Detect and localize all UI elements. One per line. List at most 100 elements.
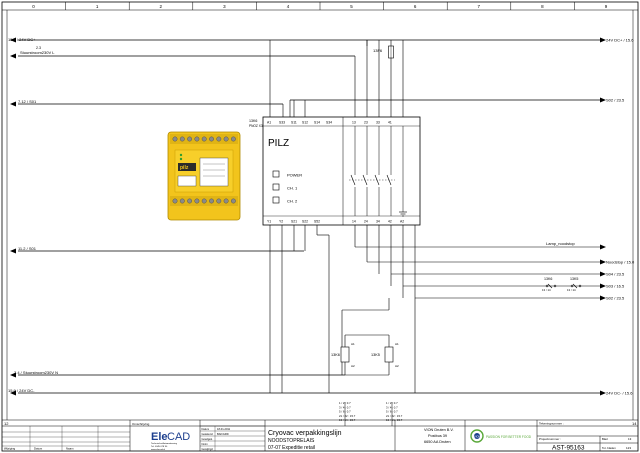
company-line-3: 6650 AA Druten [424,440,451,444]
field-label-getekend: Getekend [202,432,214,436]
right-ref-24v: 24V DC+ / 15.6 [606,38,634,43]
relay-bottom-terminal-24: 24 [364,220,368,224]
right-ref-s03: S03 / 16.5 [606,284,625,289]
coil-13k6 [340,346,350,363]
left-ref-s01-top: 7.12 / S01 [18,99,37,104]
left-ref-supply-l-num: 2.3 [36,46,41,50]
rail-s01-top [10,101,283,107]
column-label-1: 1 [96,4,99,9]
led-ch1-box [272,183,280,191]
rail-24v-dc-plus [10,37,606,43]
total-label: Tot. bladen [602,446,616,450]
project-number: AST-95163 [552,445,585,452]
field-label-norm: Norm [202,442,208,446]
coil-13k5-a1: A1 [395,342,399,346]
vion-logo-text: VION [474,435,480,439]
field-label-gewijzigd: Gewijzigd [202,447,214,451]
blad-value: 13 [628,437,632,441]
xref-row: 13 / 14 : 15.7 [386,418,403,422]
elecad-logo-cad: CAD [167,431,190,443]
column-label-6: 6 [414,4,417,9]
title-block [2,420,638,451]
relay-type: PNOZ X3 [249,124,263,128]
aux-contact-13k5 [570,283,582,289]
column-label-0: 0 [32,4,35,9]
xref-table-13k6: 1 / 2 : 0.73 / 4 : 0.75 / 6 : 0.721 / 22… [339,401,356,426]
coil-13k5-tag: 13K5 [371,353,380,357]
xref-row: 1 / 2 : 0.7 [339,401,351,405]
aux-contact-13k5-tag: 13K5 [570,277,578,281]
xref-row: 3 / 4 : 0.7 [339,405,351,409]
relay-product-photo: pilz [167,131,241,221]
relay-top-terminal-s14: S14 [314,121,320,125]
relay-top-terminal-23: 23 [364,121,368,125]
company-line-1: VION Druten B.V. [424,428,454,432]
led-power-label: POWER [287,173,302,178]
relay-bottom-terminal-y1: Y1 [267,220,271,224]
xref-row: 1 / 2 : 0.7 [386,401,398,405]
led-power-box [272,170,280,178]
relay-brand: PILZ [268,138,289,149]
right-ref-s02-top: S02 / 23.5 [606,98,625,103]
blad-label: Blad [602,437,608,441]
title-omschrijving: Omschrijving [132,422,150,426]
relay-bottom-terminal-s22: S22 [302,220,308,224]
elecad-sub3: www.elecad.nl [151,449,165,451]
aux-contact-13k5-pins: 13 / 14 [567,288,576,292]
rail-s01-mid [10,248,304,254]
vion-logo [470,429,484,443]
vion-slogan: PASSION FOR BETTER FOOD [486,435,532,439]
left-ref-supply-l: Stuurstroom230V L [20,50,55,55]
pilz-relay-body [262,116,421,226]
field-label-goedgek: Goedgek. [202,437,214,441]
relay-top-terminal-a1: A1 [267,121,271,125]
coil-13k5-a2: A2 [395,364,399,368]
page-title: NOODSTOPRELAIS [268,438,315,444]
output-s02-bottom [415,295,606,301]
column-label-7: 7 [478,4,481,9]
output-noodstop [367,259,606,265]
output-s04 [391,271,606,277]
elecad-logo-ele: Ele [151,431,168,443]
ground-symbol [399,205,407,217]
rev-col-naam: Naam [66,447,74,451]
relay-top-terminal-s34: S34 [326,121,332,125]
left-ref-0v: 15.9 / 24V DC- [8,388,35,393]
relay-top-terminal-s12: S12 [302,121,308,125]
fuse-tag: 13F6 [373,48,383,53]
right-ref-0v: 24V DC- / 15.6 [606,391,633,396]
company-line-2: Postbus 39 [428,434,447,438]
right-ref-noodstop: Noodstop / 15.0 [606,260,635,265]
relay-bottom-terminal-y2: Y2 [279,220,283,224]
output-s03 [403,283,606,289]
xref-row: 3 / 4 : 0.7 [386,405,398,409]
row-label-14: 14 [632,421,637,426]
column-label-8: 8 [541,4,544,9]
aux-contact-13k6-tag: 13K6 [544,277,552,281]
coil-13k5 [384,346,394,363]
column-label-2: 2 [160,4,163,9]
xref-table-13k5: 1 / 2 : 0.73 / 4 : 0.75 / 6 : 0.721 / 22… [386,401,403,426]
row-label-12: 12 [4,421,9,426]
rail-supply-n [10,372,345,378]
relay-tag: 13K6 [249,119,257,123]
contactor-wiring [341,56,390,376]
column-label-4: 4 [287,4,290,9]
aux-contact-13k6 [545,283,557,289]
column-label-5: 5 [350,4,353,9]
relay-top-terminal-13: 13 [352,121,356,125]
field-value: 18-01-2011 [217,427,231,431]
aux-contact-13k6-pins: 13 / 14 [542,288,551,292]
field-value: BAK/GRD [217,432,229,436]
total-value: 123 [626,446,631,450]
projectnummer-label: Projectnummer : [539,437,561,441]
relay-bottom-terminal-s52: S52 [314,220,320,224]
xref-row: 5 / 6 : 0.7 [386,410,398,414]
project-title: Cryovac verpakkingslijn [268,430,342,437]
left-ref-supply-n: 2.4 / Stuurstroom230V N [14,370,58,375]
rail-24v-dc-minus [10,390,606,396]
relay-bottom-terminal-42: 42 [388,220,392,224]
